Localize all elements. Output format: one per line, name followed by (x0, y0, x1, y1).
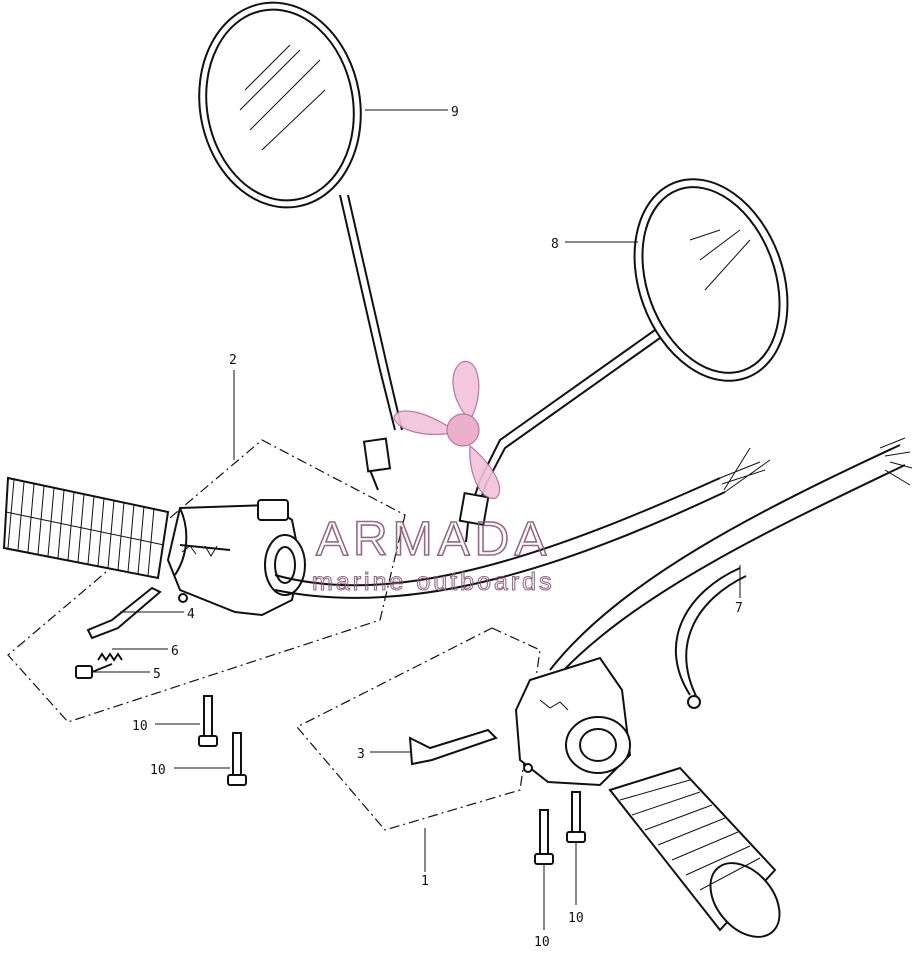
callout-2: 2 (229, 353, 237, 368)
watermark-brand: ARMADA (316, 513, 551, 566)
callout-9: 9 (451, 105, 459, 120)
watermark: ARMADA marine outboards (311, 360, 555, 597)
screw-10-b (227, 732, 247, 786)
lever-3 (408, 728, 498, 766)
callout-3: 3 (357, 747, 365, 762)
wire-7 (674, 567, 747, 709)
right-switch-housing (514, 437, 913, 787)
leader-lines (92, 109, 741, 930)
right-switch-assembly-outline (296, 627, 541, 831)
left-grip (2, 476, 170, 580)
callout-10-a: 10 (132, 719, 148, 734)
callout-8: 8 (551, 237, 559, 252)
propeller-logo-icon (393, 360, 501, 499)
callout-1: 1 (421, 874, 429, 889)
callout-7: 7 (735, 601, 743, 616)
callout-4: 4 (187, 607, 195, 622)
screw-10-c (534, 809, 554, 865)
right-grip (608, 766, 781, 938)
callout-10-c: 10 (534, 935, 550, 950)
callout-10-b: 10 (150, 763, 166, 778)
spring-6 (97, 652, 123, 662)
watermark-tagline: marine outboards (312, 568, 555, 596)
left-switch-cable (274, 447, 771, 599)
left-switch-assembly-outline (7, 439, 406, 723)
screw-5 (75, 663, 113, 679)
callout-5: 5 (153, 667, 161, 682)
screw-10-d (566, 791, 586, 843)
left-switch-housing (166, 499, 306, 617)
callout-10-d: 10 (568, 911, 584, 926)
screw-10-a (198, 695, 218, 747)
lever-4 (86, 586, 162, 640)
mirror-9 (198, 1, 403, 491)
callout-6: 6 (171, 644, 179, 659)
mirror-8 (458, 178, 789, 543)
